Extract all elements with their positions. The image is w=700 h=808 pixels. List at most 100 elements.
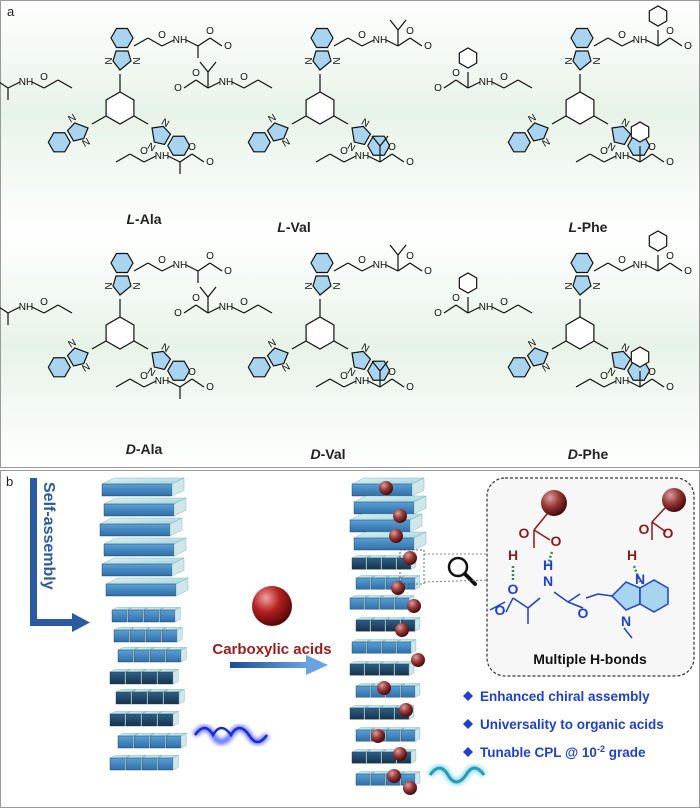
nitrogen-label: N [132, 57, 143, 64]
nitrogen-label: N [66, 336, 78, 349]
bond [343, 155, 357, 163]
bond [593, 340, 609, 350]
bond [503, 79, 519, 89]
oxygen-label: O [388, 142, 396, 153]
bond [57, 79, 73, 89]
bond [179, 378, 193, 388]
bond [361, 39, 375, 47]
imidazole-ring [66, 347, 89, 367]
nitrogen-label: N [159, 117, 171, 130]
plate-side [175, 577, 189, 597]
oxygen-label: O [188, 142, 196, 153]
nitrogen-label: N [526, 111, 538, 124]
nitrogen-label: N [564, 57, 575, 64]
imidazole-ring [112, 275, 132, 296]
bond [397, 244, 407, 256]
oxygen-label: O [648, 367, 656, 378]
oxygen-label: O [452, 293, 460, 304]
plate-front [149, 649, 166, 663]
nitrogen-label: N [540, 135, 552, 148]
nitrogen-inset: N [621, 613, 631, 629]
bond [57, 304, 73, 314]
bond [115, 153, 131, 163]
bond [443, 79, 457, 89]
central-benzene-ring [305, 91, 335, 125]
bond [207, 306, 221, 314]
plate-front [165, 649, 182, 663]
bond [291, 340, 307, 350]
plate-front [355, 729, 371, 742]
imidazole-ring [66, 122, 89, 142]
plate-front [99, 523, 171, 537]
acid-ball [387, 769, 401, 783]
bond [397, 262, 411, 272]
imidazole-ring [312, 275, 332, 296]
oxygen-label: O [424, 266, 432, 277]
bond [333, 37, 349, 47]
nitrogen-label: N [592, 282, 603, 289]
benzimidazole-unit: NN [247, 336, 291, 378]
nitrogen-label: N [526, 336, 538, 349]
helix-left [193, 726, 269, 744]
bond [315, 378, 331, 388]
label-d-val-prefix: D [310, 446, 321, 462]
acid-ball [379, 481, 393, 495]
bond [161, 39, 175, 47]
nh-label: NH [373, 260, 387, 271]
bond [593, 115, 609, 125]
plate-front [125, 757, 142, 771]
bond [503, 304, 519, 314]
imidazole-ring [312, 50, 332, 71]
bond [455, 304, 469, 314]
plate-front [349, 597, 365, 610]
plate-front [109, 757, 126, 771]
fused-benzene-ring [310, 252, 334, 274]
bond [161, 264, 175, 272]
bullet-universality: Universality to organic acids [480, 717, 664, 732]
plate-side [172, 755, 179, 771]
plate-front [149, 735, 166, 749]
plate-side [173, 497, 187, 517]
bond [603, 380, 617, 388]
plate-side [172, 669, 179, 685]
plate-front [161, 629, 178, 643]
bond [199, 286, 209, 298]
nitrogen-label: N [80, 135, 92, 148]
oxygen-label: O [140, 146, 148, 157]
acid-ball [395, 623, 409, 637]
fused-benzene-ring [167, 135, 191, 156]
plate-front [145, 629, 162, 643]
bond [209, 262, 223, 272]
bond [129, 153, 145, 163]
plate-front [370, 619, 386, 632]
imidazole-ring [351, 125, 372, 146]
bond [143, 155, 157, 163]
bond [133, 115, 149, 125]
central-benzene-ring [105, 316, 135, 350]
bond [195, 79, 209, 89]
bond [333, 262, 349, 272]
bond [517, 304, 533, 314]
benzimidazole-unit: NN [47, 336, 91, 378]
bond [593, 37, 609, 47]
bond [133, 37, 149, 47]
bond [657, 262, 671, 272]
bond [491, 81, 505, 89]
plate-front [141, 757, 158, 771]
nitrogen-label: N [145, 141, 157, 154]
carboxylic-acids-text: Carboxylic acids [212, 641, 331, 658]
acid-ball [403, 551, 417, 565]
label-d-ala-suffix: -Ala [135, 441, 163, 457]
fused-benzene-ring [310, 27, 334, 49]
plate-front [355, 773, 371, 786]
plate-front [364, 597, 380, 610]
acid-ball-1 [541, 490, 567, 516]
nh-label: NH [479, 302, 493, 313]
oxygen-label: O [206, 251, 214, 262]
bond-backbone [512, 597, 529, 609]
plate-side [411, 477, 425, 497]
